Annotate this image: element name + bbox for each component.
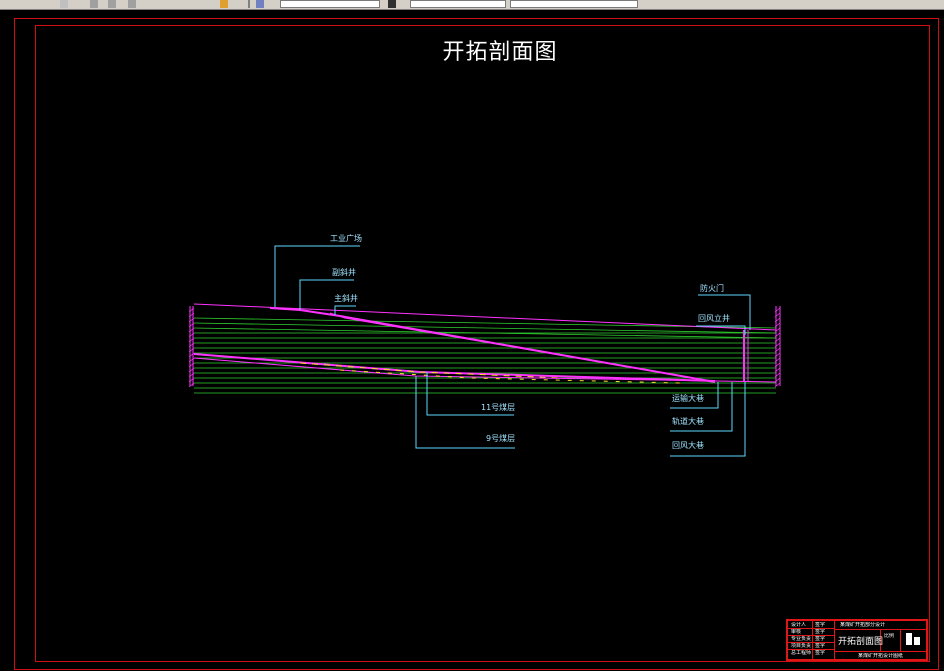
tb-row-label: 专业负责 bbox=[791, 636, 812, 642]
hatch-mark bbox=[188, 317, 195, 323]
hatch-mark bbox=[188, 312, 195, 318]
tb-sign: 签字 bbox=[815, 643, 826, 649]
drawing-title: 开拓剖面图 bbox=[442, 40, 558, 65]
hatch-mark bbox=[188, 337, 195, 343]
hatch-mark bbox=[774, 372, 781, 378]
tb-scale: 比例 bbox=[884, 633, 895, 639]
toolbar-icon[interactable] bbox=[388, 0, 396, 8]
hatch-mark bbox=[188, 342, 195, 348]
seam-11-coal bbox=[299, 362, 561, 379]
hatch-mark bbox=[774, 312, 781, 318]
drawing-border-outer bbox=[14, 18, 939, 670]
cad-toolbar bbox=[0, 0, 944, 10]
toolbar-icon[interactable] bbox=[128, 0, 136, 8]
hatch-mark bbox=[774, 337, 781, 343]
tb-sign: 签字 bbox=[815, 629, 826, 635]
hatch-mark bbox=[774, 362, 781, 368]
label-fire-door: 防火门 bbox=[700, 284, 724, 293]
drawing-canvas[interactable]: 开拓剖面图 bbox=[0, 10, 944, 671]
tb-row-label: 审核 bbox=[791, 629, 802, 635]
label-return-shaft: 回风立井 bbox=[698, 314, 730, 323]
hatch-mark bbox=[188, 327, 195, 333]
label-haulage-roadway: 运输大巷 bbox=[672, 394, 704, 403]
label-track-roadway: 轨道大巷 bbox=[672, 417, 704, 426]
hatch-mark bbox=[188, 357, 195, 363]
linetype-dropdown[interactable] bbox=[510, 0, 638, 8]
hatch-mark bbox=[188, 382, 195, 388]
hatch-mark bbox=[774, 327, 781, 333]
hatch-mark bbox=[188, 307, 195, 313]
hatch-mark bbox=[188, 352, 195, 358]
tb-drawing-name: 开拓剖面图 bbox=[838, 637, 884, 647]
label-return-roadway: 回风大巷 bbox=[672, 441, 704, 450]
hatch-mark bbox=[188, 367, 195, 373]
tb-row-label: 设计人 bbox=[791, 622, 807, 628]
toolbar-icon[interactable] bbox=[220, 0, 228, 8]
hatch-mark bbox=[774, 307, 781, 313]
right-boundary-hatch bbox=[774, 306, 781, 388]
hatch-mark bbox=[188, 372, 195, 378]
hatch-mark bbox=[774, 352, 781, 358]
tb-row-label: 项目负责 bbox=[791, 643, 812, 649]
section-drawing bbox=[188, 245, 781, 457]
label-seam-9: 9号煤层 bbox=[486, 434, 516, 443]
hatch-mark bbox=[774, 322, 781, 328]
hatch-mark bbox=[774, 377, 781, 383]
toolbar-icon[interactable] bbox=[90, 0, 98, 8]
hatch-mark bbox=[774, 347, 781, 353]
hatch-mark bbox=[774, 357, 781, 363]
stratum-line bbox=[193, 317, 777, 329]
label-aux-shaft: 副斜井 bbox=[332, 268, 356, 277]
seam-9-roadway bbox=[193, 357, 777, 383]
hatch-mark bbox=[774, 342, 781, 348]
left-boundary-hatch bbox=[188, 306, 195, 388]
hatch-mark bbox=[774, 317, 781, 323]
title-block: 设计人 审核 专业负责 项目负责 总工程师 签字 签字 签字 签字 签字 某煤矿… bbox=[786, 619, 928, 661]
leader-lines bbox=[274, 245, 751, 457]
label-seam-11: 11号煤层 bbox=[481, 403, 516, 412]
toolbar-icon[interactable] bbox=[60, 0, 68, 8]
hatch-mark bbox=[188, 347, 195, 353]
aux-inclined-shaft bbox=[269, 307, 716, 383]
label-main-shaft: 主斜井 bbox=[334, 294, 358, 303]
hatch-mark bbox=[774, 367, 781, 373]
tb-row-label: 总工程师 bbox=[791, 650, 812, 656]
tb-sign: 签字 bbox=[815, 650, 826, 656]
style-dropdown[interactable] bbox=[410, 0, 506, 8]
layer-dropdown[interactable] bbox=[280, 0, 380, 8]
hatch-mark bbox=[188, 332, 195, 338]
drawing-border-inner bbox=[35, 25, 930, 662]
stratum-line bbox=[193, 322, 777, 334]
toolbar-separator bbox=[248, 0, 250, 8]
seam-9-coal bbox=[339, 369, 681, 384]
tb-sign: 签字 bbox=[815, 636, 826, 642]
hatch-mark bbox=[188, 362, 195, 368]
tb-footer: 某煤矿开拓设计图纸 bbox=[858, 653, 904, 659]
surface-line bbox=[193, 303, 777, 331]
hatch-mark bbox=[188, 322, 195, 328]
toolbar-icon[interactable] bbox=[108, 0, 116, 8]
tb-header: 某煤矿开拓部分设计 bbox=[840, 622, 886, 628]
hatch-mark bbox=[774, 382, 781, 388]
toolbar-icon[interactable] bbox=[256, 0, 264, 8]
hatch-mark bbox=[774, 332, 781, 338]
hatch-mark bbox=[188, 377, 195, 383]
tb-sign: 签字 bbox=[815, 622, 826, 628]
tb-logo-icon bbox=[906, 633, 920, 645]
strata-layers bbox=[193, 317, 777, 394]
label-industrial-square: 工业广场 bbox=[330, 234, 362, 243]
